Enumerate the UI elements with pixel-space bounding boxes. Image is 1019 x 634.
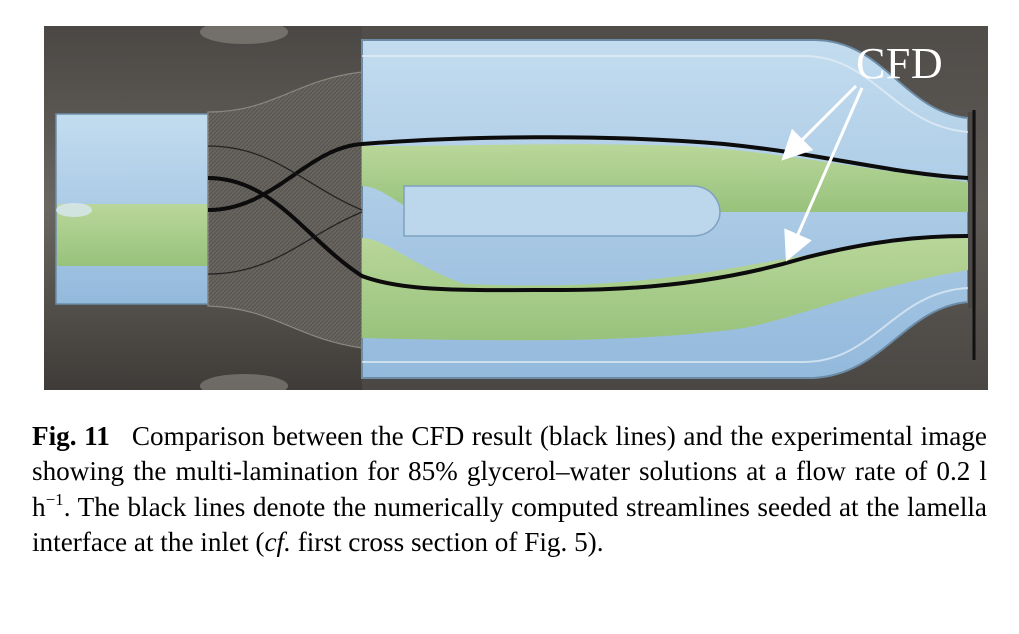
arrow-lower [784, 87, 864, 262]
figure-image [44, 26, 988, 390]
caption-text-1: Comparison between the CFD result (black… [32, 421, 987, 522]
caption-cf: cf. [264, 526, 291, 557]
cfd-callout-label: CFD [856, 39, 944, 88]
cfd-streamlines [207, 135, 969, 293]
cfd-arrows [781, 84, 864, 262]
micromixer-photo [44, 26, 988, 390]
streamline-lower [207, 176, 969, 293]
mixing-channel [361, 39, 969, 379]
arrow-upper [781, 84, 858, 161]
figure-number: Fig. 11 [32, 421, 110, 451]
streamline-upper [207, 135, 969, 212]
caption-text-3: first cross section of Fig. 5). [290, 526, 604, 557]
inlet-channel [55, 113, 209, 305]
caption-text-2: . The black lines denote the numerically… [32, 491, 987, 557]
unit-exponent: −1 [45, 489, 64, 509]
